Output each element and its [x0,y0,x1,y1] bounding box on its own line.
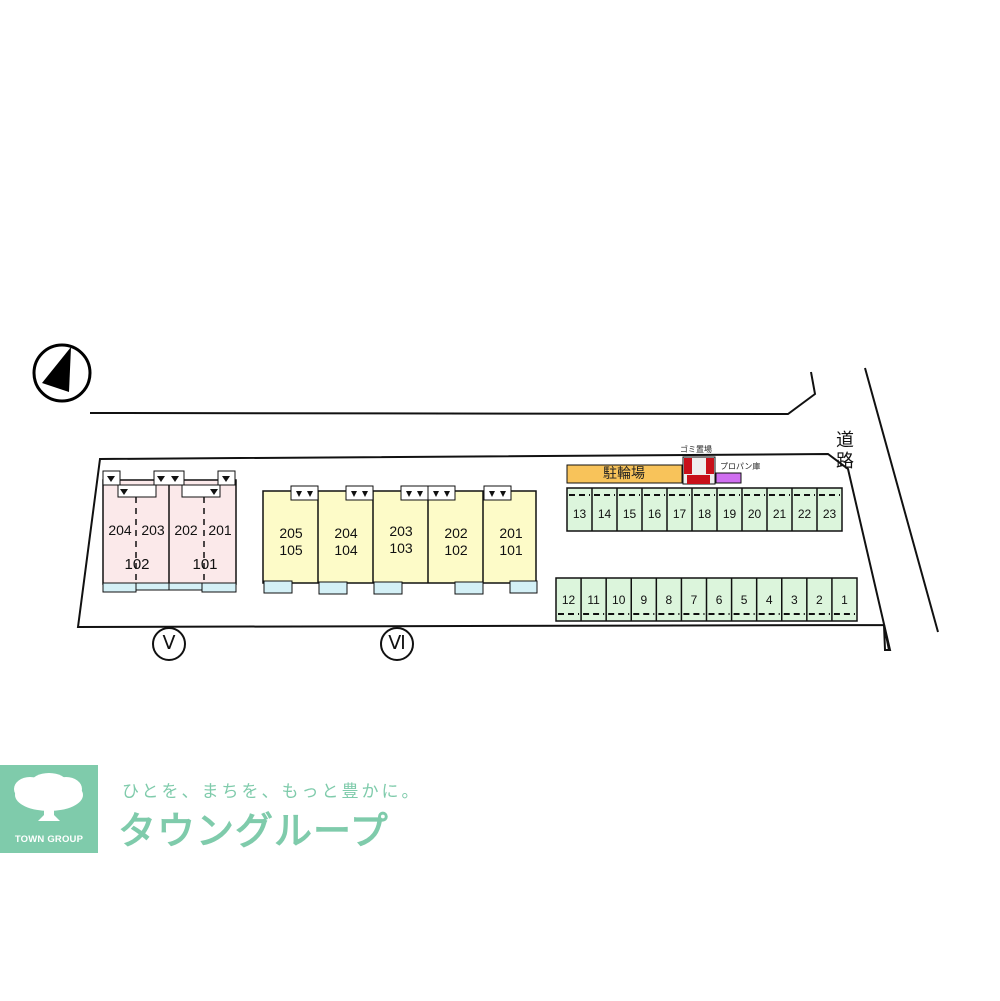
road-edge-right [864,367,939,633]
parking-stall-13: 13 [572,507,587,521]
unit-label-204: 204 [108,522,132,538]
logo-text: TOWN GROUP [14,834,84,845]
parking-stall-10: 10 [612,593,626,607]
parking-stall-11: 11 [587,593,600,607]
parking-stall-7: 7 [690,593,698,607]
parking-stall-8: 8 [665,593,673,607]
parking-stall-20: 20 [747,507,762,521]
parking-stall-23: 23 [822,507,837,521]
parking-stall-3: 3 [790,593,798,607]
parking-stall-9: 9 [640,593,648,607]
parking-stall-1: 1 [841,593,848,607]
parking-stall-16: 16 [647,507,662,521]
parking-stall-22: 22 [797,507,812,521]
property-boundary [76,452,892,651]
town-group-logo: TOWN GROUP [0,765,98,853]
garbage-area [682,456,716,485]
parking-stall-6: 6 [715,593,723,607]
bicycle-parking-label: 駐輪場 [603,466,645,482]
building-vi-mark: Ⅵ [380,627,414,661]
unit-label-102: 102 [124,556,150,573]
building-v [102,470,237,593]
parking-stall-4: 4 [765,593,773,607]
north-arrow-icon [32,343,92,403]
parking-stall-19: 19 [722,507,737,521]
unit-label-201: 201 [208,522,232,538]
propane-storage-label: プロパン庫 [720,462,761,471]
parking-stall-18: 18 [697,507,712,521]
tagline: ひとを、まちを、もっと豊かに。 [122,782,422,802]
building-v-mark: Ⅴ [152,627,186,661]
tree-icon [14,773,83,821]
parking-stall-12: 12 [561,593,576,607]
unit-label-202: 202 [174,522,198,538]
bicycle-parking-area [566,464,683,484]
building-vi [262,485,538,595]
unit-label-203: 203 [141,522,165,538]
parking-stall-17: 17 [672,507,687,521]
parking-stall-5: 5 [740,593,748,607]
unit-label-101: 101 [192,556,218,573]
parking-stall-21: 21 [772,507,787,521]
parking-stall-14: 14 [597,507,612,521]
road-label: 道路 [836,430,854,472]
road-edge-top [89,371,817,416]
parking-stall-2: 2 [816,593,823,607]
propane-storage [715,472,742,484]
garbage-area-label: ゴミ置場 [680,445,712,454]
brand-name: タウングループ [118,809,389,853]
parking-stall-15: 15 [622,507,637,521]
